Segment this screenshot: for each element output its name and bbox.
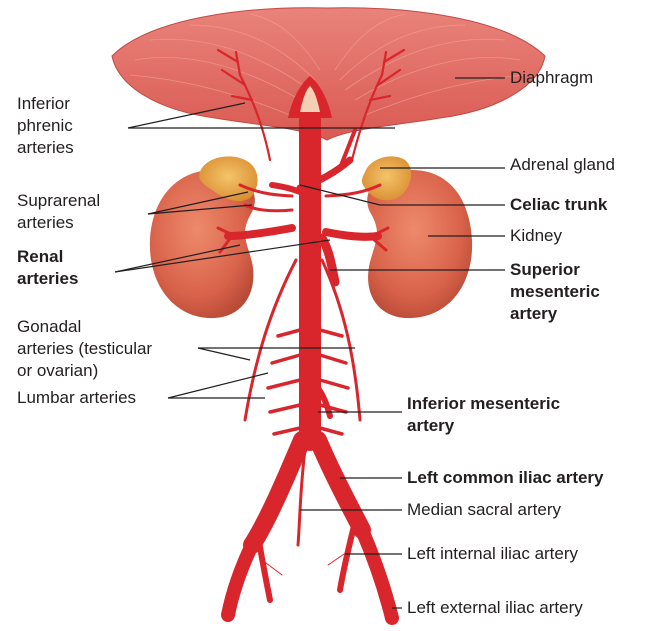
label-inferior-mesenteric-artery: Inferior mesenteric artery xyxy=(407,393,560,437)
label-adrenal-gland: Adrenal gland xyxy=(510,154,615,176)
label-renal-arteries: Renal arteries xyxy=(17,246,78,290)
arterial-tree xyxy=(218,50,404,618)
label-suprarenal-arteries: Suprarenal arteries xyxy=(17,190,100,234)
label-celiac-trunk: Celiac trunk xyxy=(510,194,607,216)
diaphragm xyxy=(112,8,545,140)
label-gonadal-arteries: Gonadal arteries (testicular or ovarian) xyxy=(17,316,152,382)
label-left-common-iliac-artery: Left common iliac artery xyxy=(407,467,604,489)
label-kidney: Kidney xyxy=(510,225,562,247)
label-left-internal-iliac-artery: Left internal iliac artery xyxy=(407,543,578,565)
label-inferior-phrenic-arteries: Inferior phrenic arteries xyxy=(17,93,74,159)
label-lumbar-arteries: Lumbar arteries xyxy=(17,387,136,409)
label-median-sacral-artery: Median sacral artery xyxy=(407,499,561,521)
label-superior-mesenteric-artery: Superior mesenteric artery xyxy=(510,259,600,325)
label-diaphragm: Diaphragm xyxy=(510,67,593,89)
label-left-external-iliac-artery: Left external iliac artery xyxy=(407,597,583,619)
